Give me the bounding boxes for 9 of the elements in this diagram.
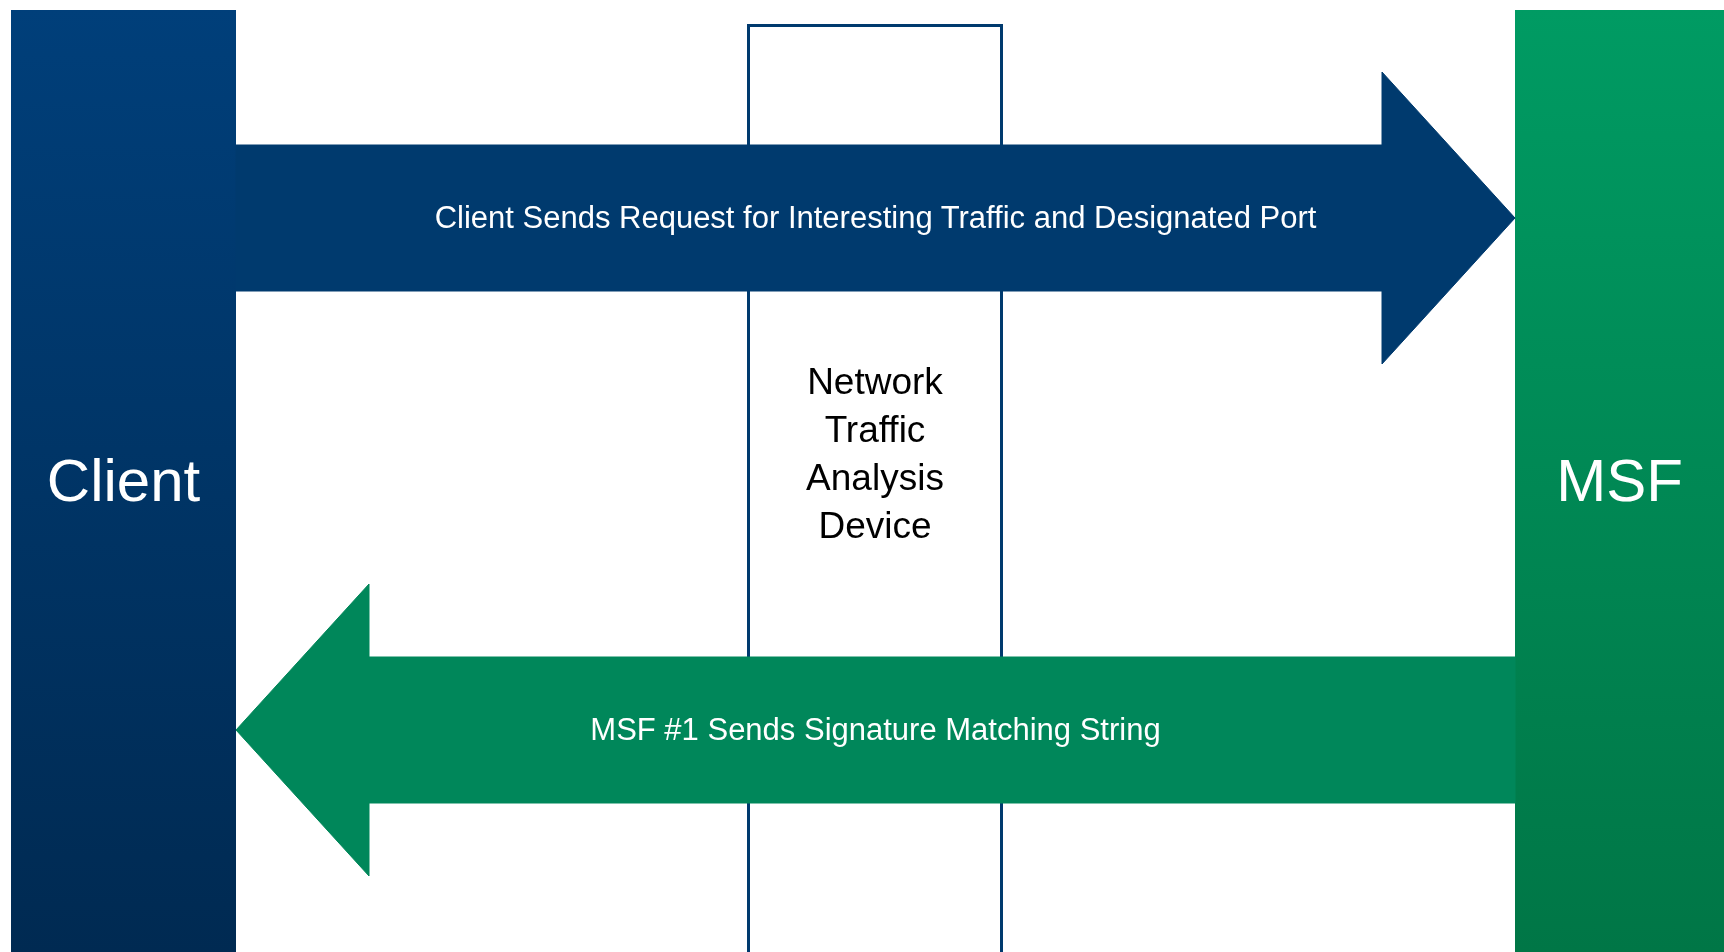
block-arrow	[235, 583, 1516, 877]
node-label: Client	[46, 446, 201, 516]
edge-label: Client Sends Request for Interesting Traffic and Designated Port	[434, 198, 1317, 237]
msf-bar	[1515, 10, 1724, 952]
client-bar	[11, 10, 236, 952]
edge-label: MSF #1 Sends Signature Matching String	[590, 710, 1161, 749]
block-arrow	[235, 71, 1516, 365]
node-label: MSF	[1556, 446, 1683, 516]
node-label: Network Traffic Analysis Device	[805, 359, 945, 549]
